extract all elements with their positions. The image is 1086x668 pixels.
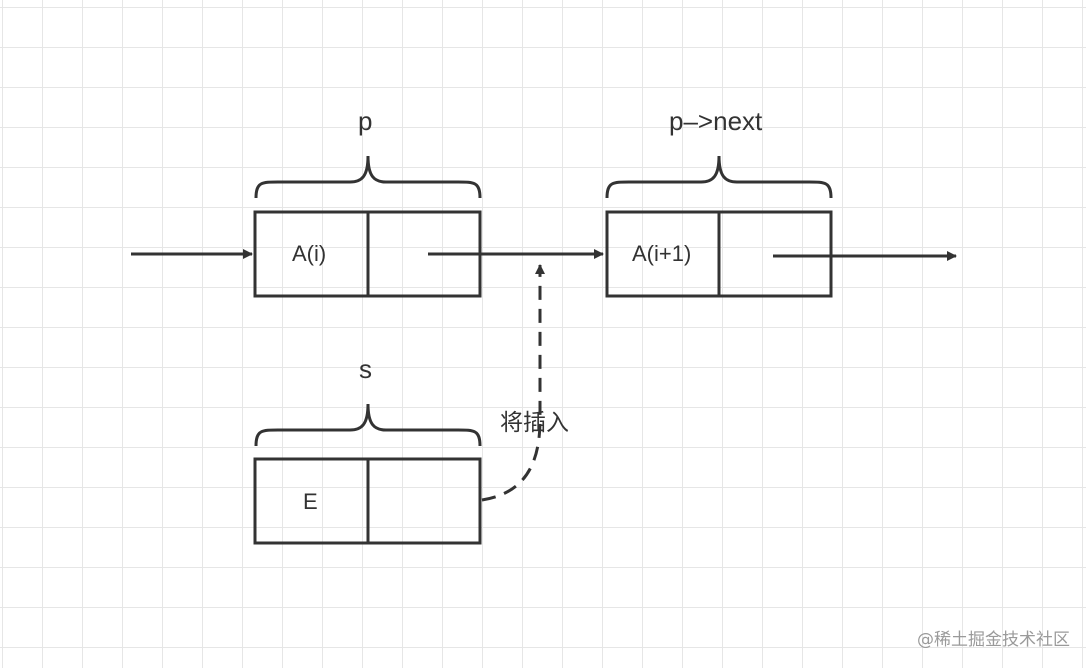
dashed-insert-arrow	[481, 264, 545, 502]
brace-p	[254, 155, 482, 199]
node-s-data: E	[303, 489, 318, 514]
node-p-data: A(i)	[292, 241, 327, 266]
insert-label: 将插入	[500, 410, 569, 436]
brace-s	[254, 403, 482, 447]
watermark: @稀土掘金技术社区	[917, 630, 1070, 650]
label-p-next: p–>next	[669, 106, 763, 136]
node-next-data: A(i+1)	[632, 241, 692, 266]
label-p: p	[358, 106, 373, 136]
brace-p-next	[605, 155, 833, 199]
label-s: s	[359, 354, 372, 384]
